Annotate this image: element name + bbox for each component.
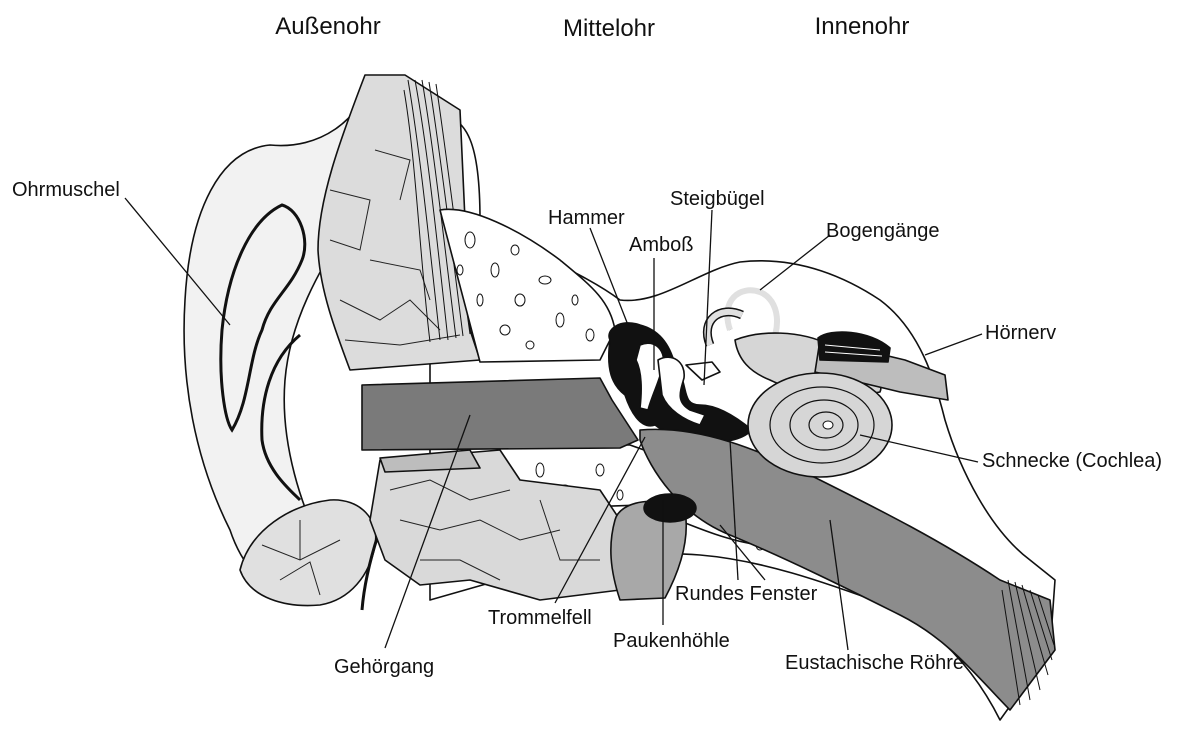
ear-illustration [184, 75, 1055, 720]
header-inner-ear: Innenohr [815, 13, 910, 40]
label-semicircular-canals: Bogengänge [826, 220, 939, 242]
label-tympanic-cavity: Paukenhöhle [613, 630, 730, 652]
header-outer-ear: Außenohr [275, 13, 380, 40]
label-anvil: Amboß [629, 234, 693, 256]
label-stirrup: Steigbügel [670, 188, 765, 210]
ear-canal [362, 378, 638, 450]
header-middle-ear: Mittelohr [563, 15, 655, 42]
label-pinna: Ohrmuschel [12, 179, 120, 201]
label-cochlea: Schnecke (Cochlea) [982, 450, 1162, 472]
tympanic-cavity-opening [644, 494, 696, 522]
label-ear-canal: Gehörgang [334, 656, 434, 678]
label-hammer: Hammer [548, 207, 625, 229]
label-round-window: Rundes Fenster [675, 583, 818, 605]
label-auditory-nerve: Hörnerv [985, 322, 1056, 344]
label-eustachian-tube: Eustachische Röhre [785, 652, 964, 674]
leader-nerve [925, 334, 982, 355]
label-eardrum: Trommelfell [488, 607, 592, 629]
